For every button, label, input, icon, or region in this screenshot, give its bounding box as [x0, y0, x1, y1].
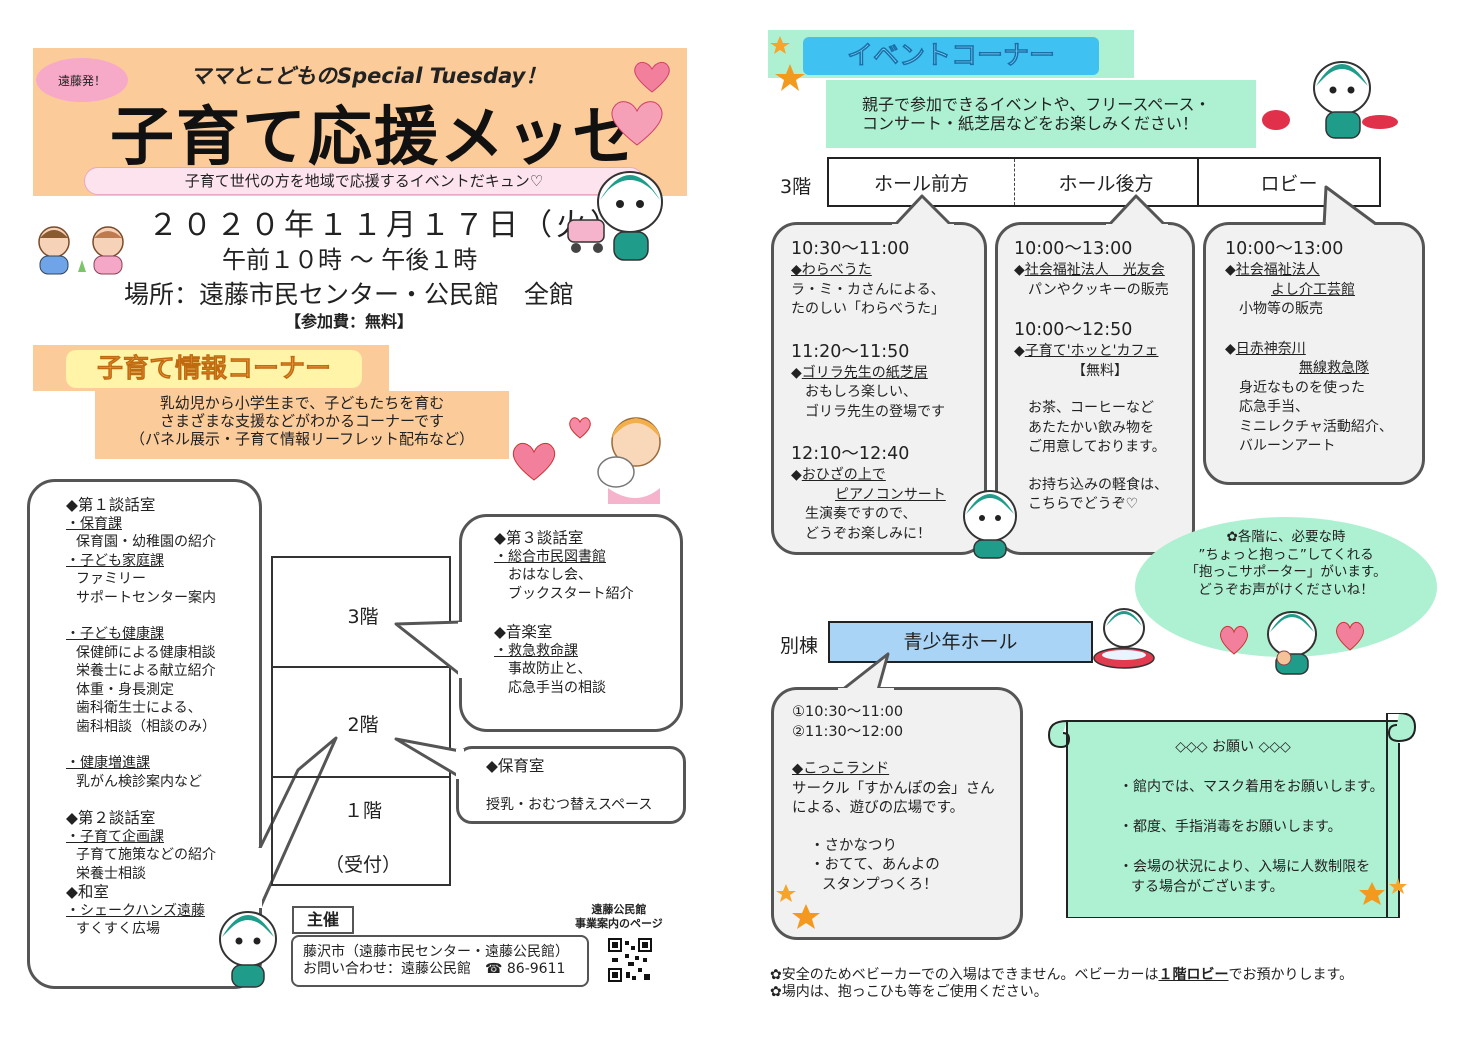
dept-kosodate-kikaku: ・子育て企画課 — [66, 828, 164, 845]
event-place: 場所：遠藤市民センター・公民館 全館 — [124, 280, 575, 309]
area-hall-front: ホール前方 — [829, 159, 1015, 205]
floor1-list: ◆保育室 授乳・おむつ替えスペース — [486, 757, 653, 813]
hall-front-bubble — [771, 222, 987, 555]
mother-child-illustration — [512, 417, 661, 504]
room-2: ◆第２談話室 — [66, 809, 156, 827]
event-piano-concert: おひざの上で — [801, 467, 886, 483]
event-time: ①10:30～11:00 — [792, 704, 904, 720]
bubble-pointer — [1106, 194, 1168, 228]
dept-kenko-zoshin: ・健康増進課 — [66, 755, 150, 771]
floor-1-label: １階 — [343, 800, 382, 822]
event-corner-title: イベントコーナー — [803, 37, 1099, 75]
event-fee: 【参加費：無料】 — [285, 312, 414, 331]
floor3-list: ◆第３談話室 ・総合市民図書館 おはなし会、 ブックスタート紹介 ◆音楽室 ・救… — [494, 529, 634, 696]
hall-back-events: 10:00～13:00 ◆社会福祉法人 光友会 パンやクッキーの販売 10:00… — [1014, 239, 1169, 512]
floor3-area-table: ホール前方 ホール後方 ロビー — [827, 157, 1381, 207]
event-yoshisuke: 社会福祉法人 — [1235, 262, 1320, 278]
event-koyukai: 社会福祉法人 光友会 — [1024, 262, 1165, 278]
request-scroll — [1047, 713, 1417, 918]
event-kamishibai: ゴリラ先生の紙芝居 — [801, 364, 928, 381]
request-title: ◇◇◇ お願い ◇◇◇ — [1175, 739, 1291, 755]
floor-3-label: 3階 — [347, 606, 379, 628]
room-nursery: ◆保育室 — [486, 757, 545, 775]
request-content: ◇◇◇ お願い ◇◇◇ ・館内では、マスク着用をお願いします。 ・都度、手指消毒… — [1047, 736, 1419, 896]
floor3-info-bubble — [459, 514, 683, 732]
header-subtitle: ママとこどものSpecial Tuesday！ — [190, 64, 547, 88]
annex-hall: 青少年ホール — [828, 621, 1093, 663]
dept-kodomo-katei: ・子ども家庭課 — [66, 552, 164, 569]
event-time: ②11:30～12:00 — [792, 723, 904, 740]
main-title: 子育て応援メッセ — [110, 101, 638, 175]
bubble-pointer — [394, 620, 470, 678]
footer-notes: ✿安全のためベビーカーでの入場はできません。ベビーカーは１階ロビーでお預かりしま… — [770, 967, 1354, 1000]
bubble-pointer — [254, 736, 338, 909]
qr-label: 遠藤公民館 事業案内のページ — [575, 903, 663, 930]
floor-map: 3階 2階 １階 （受付） — [271, 556, 451, 886]
room-3: ◆第３談話室 — [494, 529, 584, 547]
bubble-pointer — [838, 652, 894, 692]
mascot-illustration — [963, 490, 1017, 559]
event-time: 10:30～11:00 — [791, 239, 910, 259]
annex-events: ①10:30～11:00 ②11:30～12:00 ◆こっこランド サークル「す… — [792, 704, 995, 893]
hall-front-events: 10:30～11:00 ◆わらべうた ラ・ミ・カさんによる、 たのしい「わらべう… — [791, 239, 946, 542]
event-corner-description: 親子で参加できるイベントや、フリースペース・ コンサート・紙芝居などをお楽しみく… — [826, 80, 1256, 148]
star-icon — [1359, 878, 1407, 905]
floor1-info-bubble — [456, 746, 686, 824]
floor2-info-bubble — [27, 479, 262, 989]
annex-label: 別棟 — [780, 635, 819, 657]
lobby-events: 10:00～13:00 ◆社会福祉法人 よし介工芸館 小物等の販売 ◆日赤神奈川… — [1225, 239, 1393, 454]
event-kokkoland: ◆こっこランド — [792, 761, 890, 777]
room-1: ◆第１談話室 — [66, 496, 156, 514]
heart-icon — [611, 101, 663, 146]
info-corner-title: 子育て情報コーナー — [66, 350, 362, 388]
star-icon — [770, 36, 805, 91]
mascot-balloon-illustration — [1262, 61, 1398, 139]
hall-back-bubble — [995, 222, 1195, 555]
event-cafe: 子育て'ホッと'カフェ — [1024, 343, 1159, 359]
bubble-pointer — [1320, 185, 1386, 229]
dept-hoiku: ・保育課 — [66, 515, 122, 532]
event-time: 10:00～13:00 — [1014, 239, 1133, 259]
info-corner-description: 乳幼児から小学生まで、子どもたちを育む さまざまな支援などがわかるコーナーです … — [95, 391, 509, 459]
mascot-illustration — [567, 171, 663, 261]
bubble-pointer — [892, 194, 954, 228]
event-time: 10:00～12:50 — [1014, 320, 1133, 340]
floor-1-sublabel: （受付） — [324, 854, 401, 876]
lobby-bubble — [1203, 222, 1425, 485]
heart-icon — [634, 61, 670, 93]
mascot-hug-illustration — [1220, 611, 1364, 675]
dept-kodomo-kenko: ・子ども健康課 — [66, 626, 164, 642]
dept-library: ・総合市民図書館 — [494, 548, 606, 565]
annex-bubble — [771, 687, 1023, 940]
room-music: ◆音楽室 — [494, 623, 553, 641]
event-time: 午前１０時 ～ 午後１時 — [222, 246, 478, 274]
event-warabeuta: ◆わらべうた — [791, 262, 872, 278]
floor2-list: ◆第１談話室 ・保育課 保育園・幼稚園の紹介 ・子ども家庭課 ファミリー サポー… — [66, 496, 216, 937]
event-time: 10:00～13:00 — [1225, 239, 1344, 259]
host-label: 主催 — [292, 906, 354, 934]
bubble-pointer — [394, 737, 464, 779]
babies-illustration — [38, 226, 124, 275]
event-nisseki: 日赤神奈川 — [1235, 340, 1306, 357]
event-time: 12:10～12:40 — [791, 444, 910, 464]
tagline: 子育て世代の方を地域で応援するイベントだキュン♡ — [84, 167, 644, 195]
origin-badge: 遠藤発！ — [36, 58, 128, 102]
area-hall-back: ホール後方 — [1015, 159, 1199, 205]
event-date: ２０２０年１１月１７日（火） — [148, 208, 624, 243]
mascot-pool-illustration — [1093, 608, 1155, 669]
dept-shakehands: ・シェークハンズ遠藤 — [66, 902, 206, 919]
floor3-label: 3階 — [780, 176, 812, 198]
mascot-illustration — [219, 911, 277, 988]
event-time: 11:20～11:50 — [791, 341, 910, 362]
area-lobby: ロビー — [1260, 172, 1318, 195]
floor-2-label: 2階 — [347, 714, 379, 736]
dept-kyukyu: ・救急救命課 — [494, 642, 578, 659]
room-washitsu: ◆和室 — [66, 883, 109, 901]
star-icon — [776, 884, 820, 929]
qr-code[interactable] — [608, 938, 652, 982]
host-info: 藤沢市（遠藤市民センター・遠藤公民館） お問い合わせ：遠藤公民館 ☎ 86-96… — [291, 935, 589, 987]
